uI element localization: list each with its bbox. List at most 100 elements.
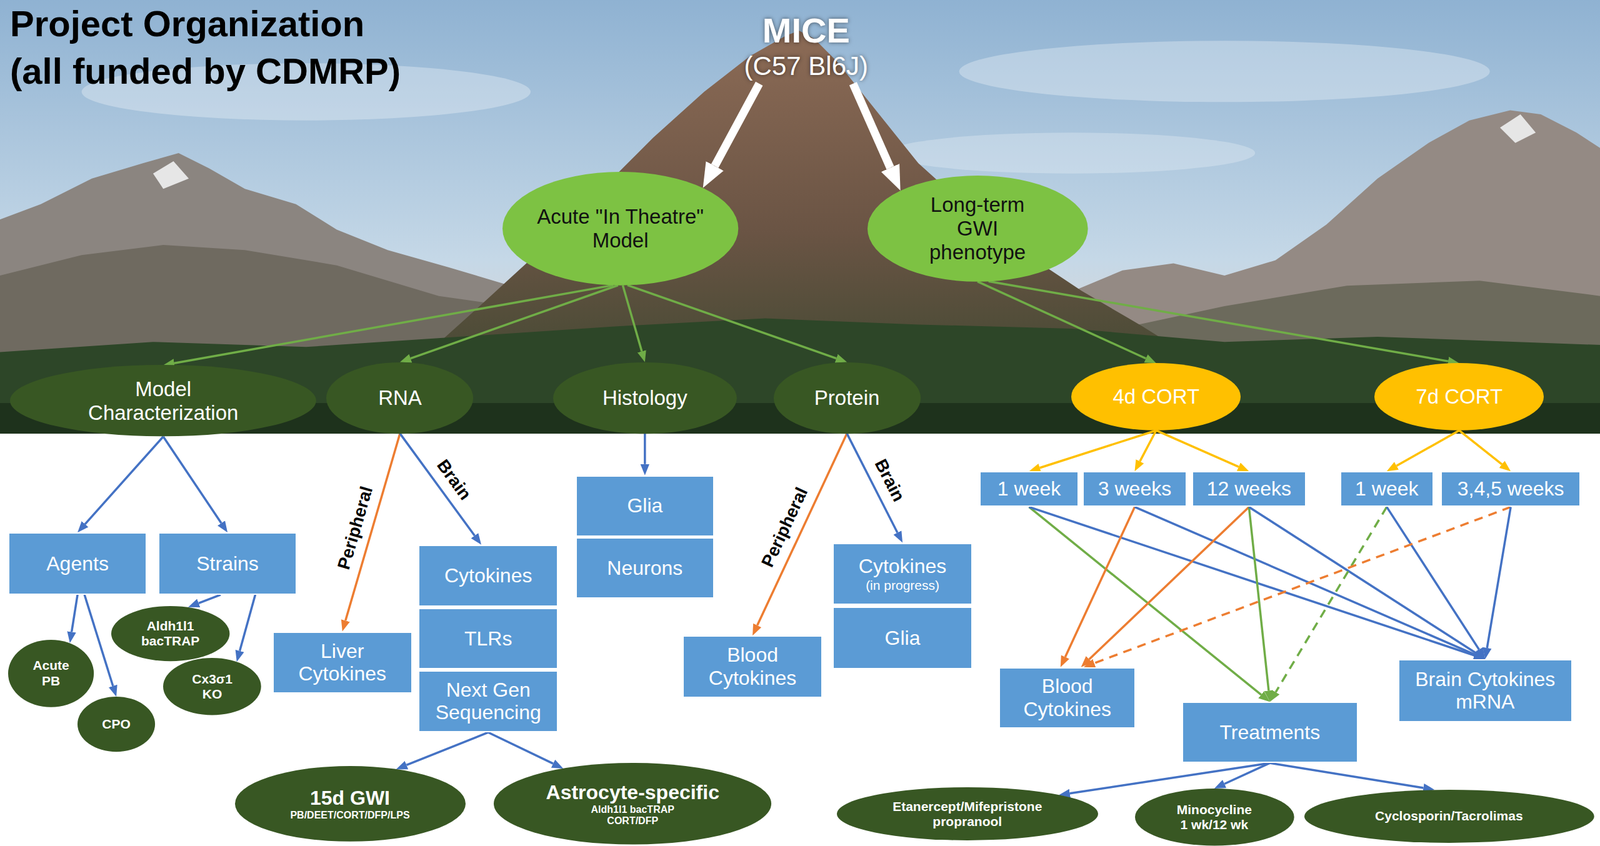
topic-box: Blood Cytokines (682, 635, 823, 699)
text-stack: Model Characterization (78, 377, 248, 425)
node-text: Long-term GWI phenotype (923, 193, 1033, 265)
item-ellipse: 15d GWIPB/DEET/CORT/DFP/LPS (235, 766, 466, 842)
text-stack: 15d GWIPB/DEET/CORT/DFP/LPS (290, 786, 410, 822)
snow-patch (153, 161, 189, 189)
connector-arrow (1224, 763, 1270, 784)
topic-box: 3,4,5 weeks (1440, 471, 1581, 507)
item-ellipse: Acute PB (8, 640, 94, 708)
node-text: Acute "In Theatre" Model (526, 205, 715, 253)
connector-arrow (988, 281, 1449, 362)
node-text: Etanercept/Mifepristone propranool (887, 799, 1047, 830)
white-ground (0, 433, 1600, 846)
text-stack: Protein (814, 386, 880, 410)
text-stack: Neurons (606, 556, 683, 580)
topic-box: Cytokines (418, 545, 559, 608)
text-stack: Cx3σ1 KO (190, 671, 235, 702)
text-stack: Treatments (1220, 721, 1321, 745)
node-text: Histology (602, 386, 688, 410)
text-stack: Cytokines (444, 564, 533, 588)
topic-box: TLRs (418, 608, 559, 670)
node-text: 15d GWI (310, 786, 390, 810)
connector-arrow (163, 436, 222, 524)
ellipse-fill (1374, 363, 1544, 431)
connector-arrow (1270, 763, 1424, 789)
connector-arrow (85, 436, 164, 525)
connector-arrow (627, 285, 837, 359)
node-text: (C57 Bl6J) (744, 51, 869, 82)
topic-box: 1 week (979, 471, 1079, 507)
node-text: Astrocyte-specific (546, 781, 720, 805)
ellipse-fill (77, 696, 155, 752)
item-ellipse: Cyclosporin/Tacrolimas (1304, 790, 1595, 844)
cloud (959, 40, 1490, 102)
category-ellipse: Histology (553, 362, 737, 434)
node-text: Cyclosporin/Tacrolimas (1375, 808, 1524, 824)
text-stack: Acute PB (29, 658, 74, 689)
connector-arrow (400, 433, 475, 536)
node-text: TLRs (464, 627, 512, 651)
topic-box: Treatments (1181, 701, 1359, 764)
text-stack: 4d CORT (1112, 385, 1200, 409)
connector-arrow (1459, 430, 1502, 465)
text-stack: Liver Cytokines (281, 640, 404, 687)
topic-box: Cytokines(in progress) (832, 543, 973, 606)
text-stack: RNA (378, 386, 422, 410)
ellipse-fill (8, 640, 94, 708)
connector-arrow (410, 285, 619, 359)
ellipse-fill (1135, 788, 1295, 846)
node-text: 1 week (997, 477, 1061, 501)
text-stack: Strains (196, 552, 259, 576)
topic-box: Neurons (575, 537, 715, 599)
connector-arrow (1134, 506, 1475, 655)
text-stack: 1 week (997, 477, 1061, 501)
connector-arrow (174, 285, 614, 364)
text-stack: Astrocyte-specificAldh1l1 bacTRAP CORT/D… (546, 781, 720, 828)
ellipse-fill (867, 175, 1089, 282)
connector-arrow (488, 732, 554, 764)
root-label: MICE(C57 Bl6J) (739, 8, 874, 84)
connector-arrow (1156, 430, 1239, 467)
text-stack: 3,4,5 weeks (1457, 477, 1565, 501)
ellipse-fill (326, 362, 474, 434)
topic-box: 3 weeks (1082, 471, 1187, 507)
node-text: CPO (101, 716, 131, 732)
topic-box: Agents (8, 532, 147, 595)
topic-box: Liver Cytokines (272, 631, 413, 695)
category-ellipse: Model Characterization (10, 365, 317, 437)
node-text: Blood Cytokines (1007, 675, 1127, 722)
connector-arrow (1275, 506, 1387, 692)
node-text: Acute PB (29, 658, 74, 689)
cloud (887, 132, 1255, 174)
connector-arrow (1386, 506, 1480, 650)
text-stack: TLRs (464, 627, 512, 651)
node-text: RNA (378, 386, 422, 410)
connector-arrow (1396, 430, 1459, 466)
ellipse-fill (1071, 363, 1241, 431)
node-text: Glia (626, 494, 663, 518)
node-text: Protein (814, 386, 880, 410)
node-text: Minocycline 1 wk/12 wk (1171, 802, 1257, 833)
connector-arrow (853, 83, 891, 169)
connector-arrow (1486, 506, 1511, 649)
connector-arrow (1089, 506, 1250, 660)
node-text: Neurons (606, 556, 683, 580)
topic-box: 1 week (1340, 471, 1434, 507)
node-text: Glia (885, 626, 921, 650)
ellipse-fill (773, 362, 921, 434)
ellipse-fill (493, 763, 772, 845)
category-ellipse: RNA (326, 362, 474, 434)
text-stack: Cyclosporin/Tacrolimas (1375, 808, 1524, 824)
page-title: Project Organization (10, 3, 365, 44)
item-ellipse: Astrocyte-specificAldh1l1 bacTRAP CORT/D… (493, 763, 772, 845)
node-text: Strains (196, 552, 259, 576)
ellipse-fill (836, 787, 1099, 841)
node-text: PB/DEET/CORT/DFP/LPS (290, 810, 410, 822)
connector-arrow (622, 285, 642, 352)
text-stack: Blood Cytokines (1007, 675, 1127, 722)
node-text: Aldh1l1 bacTRAP CORT/DFP (581, 804, 685, 828)
topic-box: Glia (832, 606, 973, 670)
connector-arrow (198, 595, 221, 604)
category-ellipse: Protein (773, 362, 921, 434)
connector-arrow (406, 732, 489, 765)
